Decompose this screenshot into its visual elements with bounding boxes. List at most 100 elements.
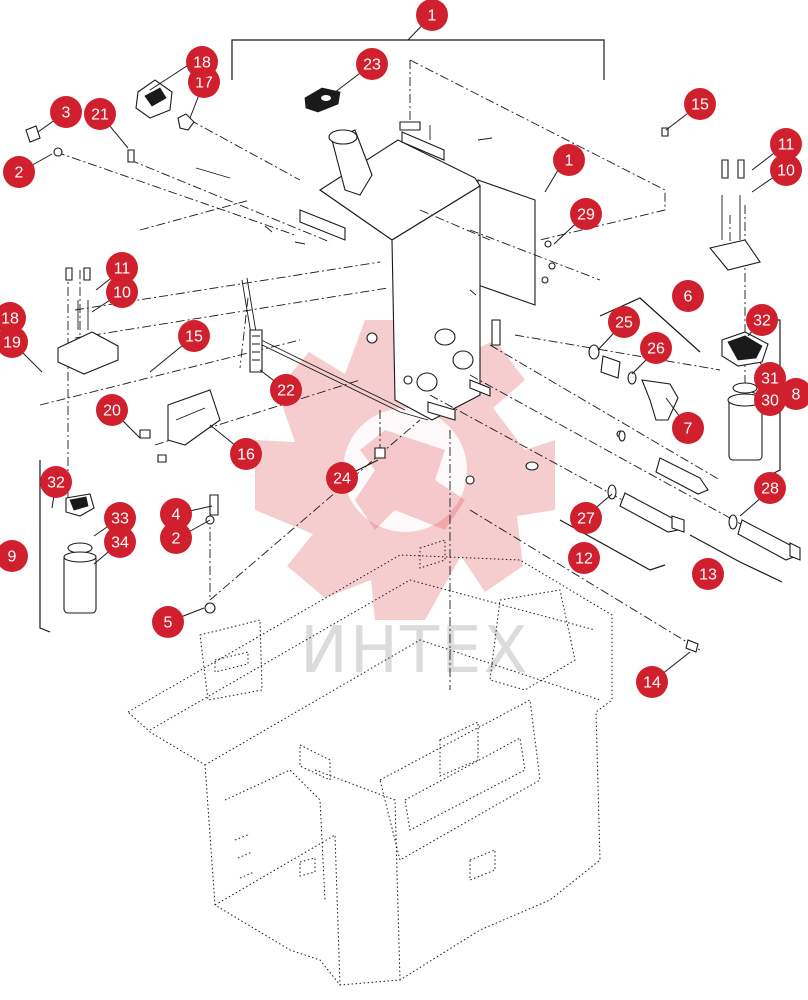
callout-31-label: 31 [761, 371, 779, 388]
callout-14-label: 14 [643, 675, 661, 692]
callout-19-badge [0, 326, 28, 358]
callout-2-left-label: 2 [15, 165, 24, 182]
callout-28-badge [754, 472, 786, 504]
callout-32-right-badge [746, 304, 778, 336]
callout-22: 22 [270, 374, 302, 406]
callout-33-label: 33 [111, 511, 129, 528]
callout-15-right-label: 15 [691, 97, 709, 114]
callout-10-left-badge [106, 276, 138, 308]
callout-6-badge [672, 280, 704, 312]
callout-1-tank: 1 [553, 144, 585, 176]
callout-13: 13 [692, 558, 724, 590]
callout-12: 12 [568, 542, 600, 574]
callout-18-edge-label: 18 [1, 311, 19, 328]
callout-11-left: 11 [106, 252, 138, 284]
callout-15-left-label: 15 [185, 329, 203, 346]
callout-7-label: 7 [684, 421, 693, 438]
callout-15-right: 15 [684, 88, 716, 120]
callout-33: 33 [104, 502, 136, 534]
callout-12-label: 12 [575, 551, 593, 568]
callout-21-badge [84, 98, 116, 130]
callout-24-badge [326, 462, 358, 494]
callout-20-badge [96, 394, 128, 426]
callout-3-badge [50, 96, 82, 128]
callout-14-badge [636, 666, 668, 698]
callout-18-edge: 18 [0, 302, 26, 334]
callout-25-badge [608, 306, 640, 338]
callout-10-left-label: 10 [113, 285, 131, 302]
callout-6-label: 6 [684, 289, 693, 306]
callout-18-label: 18 [193, 55, 211, 72]
callout-32-left-label: 32 [47, 475, 65, 492]
callout-4-label: 4 [172, 507, 181, 524]
callout-12-badge [568, 542, 600, 574]
callout-15-left: 15 [178, 320, 210, 352]
callout-16: 16 [230, 438, 262, 470]
callout-17-label: 17 [195, 75, 213, 92]
item-1-group-bracket [231, 14, 605, 80]
callout-32-right-label: 32 [753, 313, 771, 330]
callout-10-right-label: 10 [777, 163, 795, 180]
hydraulic-tank [299, 129, 536, 421]
callout-28-label: 28 [761, 481, 779, 498]
callout-2-center: 2 [160, 522, 192, 554]
callout-32-left: 32 [40, 466, 72, 498]
callout-26-badge [640, 332, 672, 364]
callout-8-badge [780, 378, 808, 410]
breather-cap [304, 87, 341, 113]
callout-31-badge [754, 362, 786, 394]
callout-11-left-label: 11 [114, 261, 131, 278]
callout-16-label: 16 [237, 447, 255, 464]
callout-27-badge [570, 502, 602, 534]
callout-10-left: 10 [106, 276, 138, 308]
callout-25: 25 [608, 306, 640, 338]
callout-4-badge [160, 498, 192, 530]
callout-1-top-label: 1 [428, 8, 437, 25]
callout-26: 26 [640, 332, 672, 364]
callout-11-right: 11 [770, 128, 802, 160]
callout-18-badge [186, 46, 218, 78]
callout-1-top-badge [416, 0, 448, 31]
callout-24-label: 24 [333, 471, 351, 488]
callout-21: 21 [84, 98, 116, 130]
callout-11-left-badge [106, 252, 138, 284]
callout-25-label: 25 [615, 315, 633, 332]
callout-30: 30 [754, 384, 786, 416]
callout-18-edge-badge [0, 302, 26, 334]
callout-9-badge [0, 540, 28, 572]
chassis-frame [127, 539, 613, 986]
callout-1-tank-label: 1 [565, 153, 574, 170]
callout-11-right-badge [770, 128, 802, 160]
callout-6: 6 [672, 280, 704, 312]
callout-33-badge [104, 502, 136, 534]
callout-9-label: 9 [8, 549, 17, 566]
callout-23: 23 [356, 48, 388, 80]
callout-11-right-label: 11 [778, 137, 795, 154]
callout-14: 14 [636, 666, 668, 698]
callout-24: 24 [326, 462, 358, 494]
callout-29-badge [570, 198, 602, 230]
callout-19: 19 [0, 326, 28, 358]
callout-7: 7 [672, 412, 704, 444]
callout-13-label: 13 [699, 567, 717, 584]
callout-29-label: 29 [577, 207, 595, 224]
callout-8-label: 8 [792, 387, 801, 404]
callout-3-label: 3 [62, 105, 71, 122]
callout-23-badge [356, 48, 388, 80]
callout-22-label: 22 [277, 383, 295, 400]
callout-30-label: 30 [761, 393, 779, 410]
callout-23-label: 23 [363, 57, 381, 74]
callout-27: 27 [570, 502, 602, 534]
callout-4: 4 [160, 498, 192, 530]
left-filter-assembly [39, 460, 97, 633]
watermark-text: ИНТЕХ [300, 614, 529, 688]
right-filter-bracket [709, 159, 761, 271]
callout-10-right-badge [770, 154, 802, 186]
callout-26-label: 26 [647, 341, 665, 358]
callout-29: 29 [570, 198, 602, 230]
callout-10-right: 10 [770, 154, 802, 186]
callout-28: 28 [754, 472, 786, 504]
callout-2-center-label: 2 [172, 531, 181, 548]
callout-31: 31 [754, 362, 786, 394]
